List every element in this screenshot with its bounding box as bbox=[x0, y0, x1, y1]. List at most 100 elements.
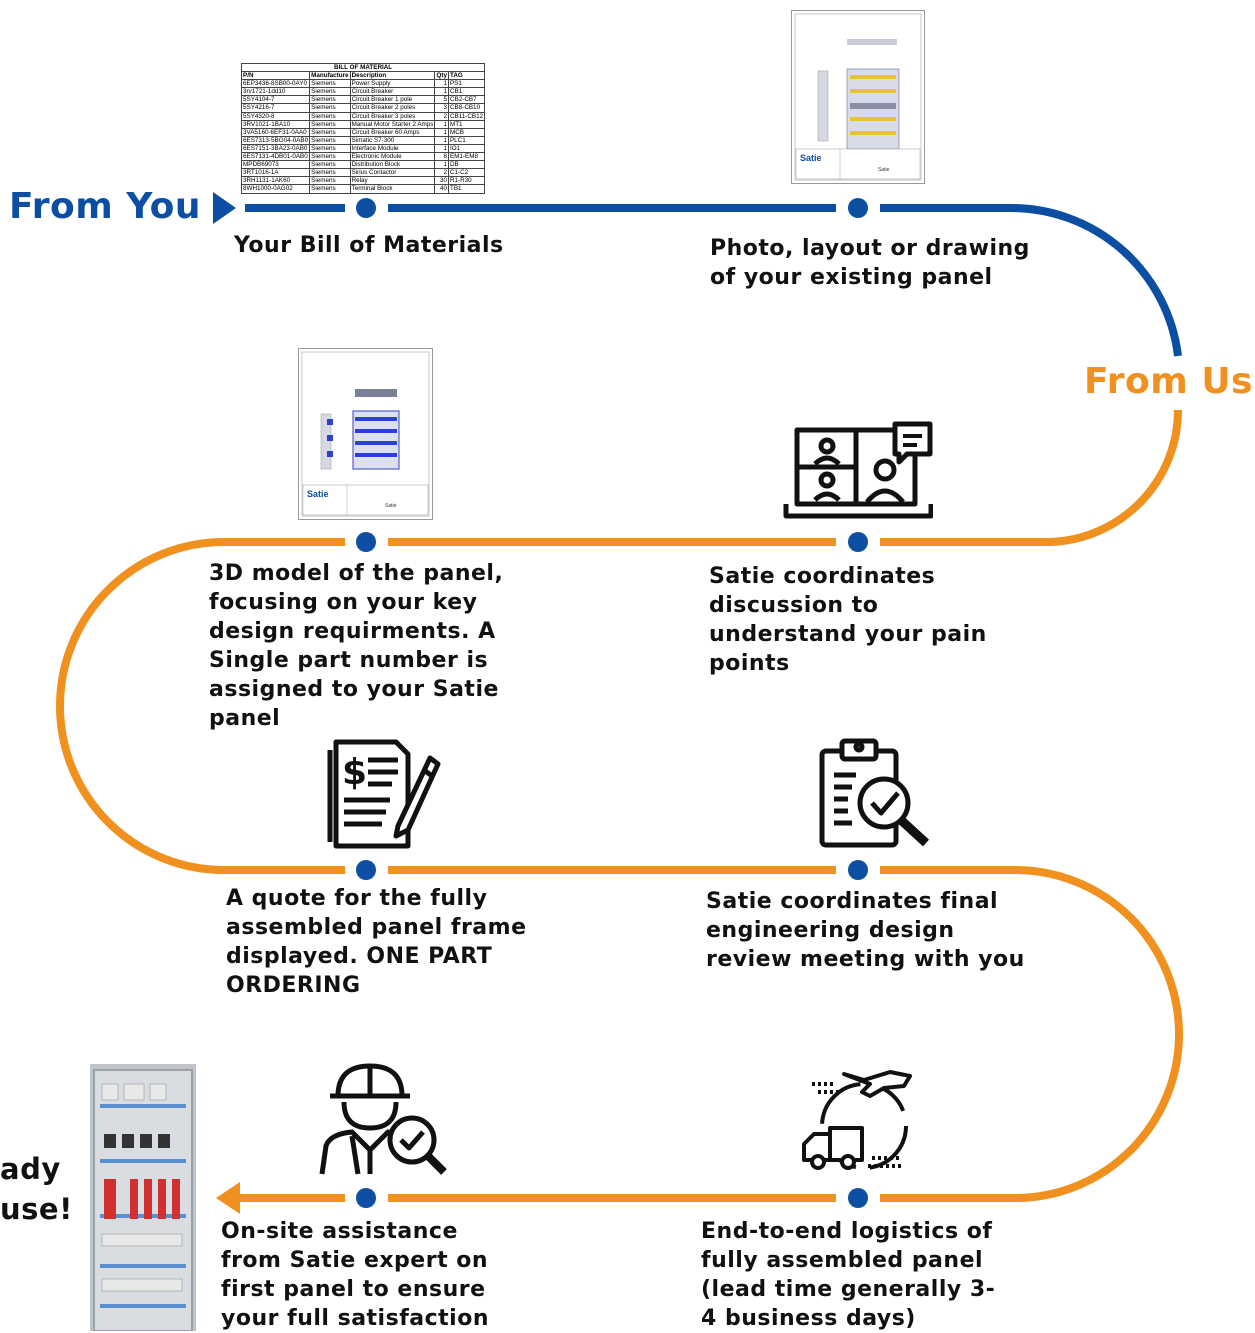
bom-cell: C1-C2 bbox=[447, 168, 486, 178]
bom-cell: 3rv1721-1dd10 bbox=[240, 87, 311, 97]
video-conference-icon bbox=[783, 421, 933, 519]
bom-cell: Circuit Breaker 3 poles bbox=[349, 111, 436, 121]
bom-cell: Distribution Block bbox=[349, 160, 436, 170]
bom-cell: 2 bbox=[434, 168, 449, 178]
bom-cell: MPDB69073 bbox=[240, 160, 311, 170]
drawing-footer-name: Satie bbox=[878, 167, 890, 173]
bom-cell: Siemens bbox=[309, 176, 351, 186]
bom-cell: 3VA5160-6EF31-0AA0 bbox=[240, 127, 311, 137]
bom-cell: 5SY4104-7 bbox=[240, 95, 311, 105]
bom-cell: Siemens bbox=[309, 79, 351, 89]
bom-cell: Interface Module bbox=[349, 143, 436, 154]
3d-model-drawing-thumbnail: Satie Satie bbox=[298, 348, 433, 520]
clipboard-check-icon bbox=[819, 738, 930, 848]
panel-drawing-thumbnail: Satie Satie bbox=[791, 10, 925, 184]
bom-cell: EM1-EM8 bbox=[447, 152, 486, 162]
step-node-discussion bbox=[848, 532, 868, 552]
bom-cell: 3RV1021-1BA10 bbox=[240, 119, 311, 129]
bom-cell: 40 bbox=[434, 184, 449, 194]
bom-cell: Siemens bbox=[309, 95, 351, 105]
bom-cell: 1 bbox=[434, 160, 449, 170]
from-us-heading: From Us bbox=[1084, 361, 1253, 402]
blue-arrow-head bbox=[213, 192, 236, 224]
bom-cell: Circuit Breaker 1 pole bbox=[349, 95, 436, 105]
panel-drawing-svg: Satie Satie bbox=[794, 13, 922, 181]
assembled-panel-photo bbox=[90, 1064, 196, 1331]
bom-cell: Siemens bbox=[309, 111, 351, 121]
bom-cell: Siemens bbox=[309, 103, 351, 113]
bom-cell: 1 bbox=[434, 119, 449, 129]
bom-cell: 5SY4320-8 bbox=[240, 111, 311, 121]
step-label-review: Satie coordinates final engineering desi… bbox=[706, 889, 1025, 972]
bom-cell: 30 bbox=[434, 176, 449, 186]
step-node-bom bbox=[356, 198, 376, 218]
bom-cell: DB bbox=[447, 160, 486, 170]
bom-cell: 1 bbox=[434, 87, 449, 97]
bom-cell: Siemens bbox=[309, 168, 351, 178]
bom-cell: Siemens bbox=[309, 160, 351, 170]
bom-cell: TB1 bbox=[447, 184, 486, 194]
step-label-discussion: Satie coordinates discussion to understa… bbox=[709, 564, 987, 676]
quote-document-icon: $ bbox=[327, 739, 441, 849]
bom-cell: CB2-CB7 bbox=[447, 95, 486, 105]
bom-cell: 1 bbox=[434, 135, 449, 145]
bom-cell: R1-R30 bbox=[447, 176, 486, 186]
bom-cell: CB11-CB12 bbox=[447, 111, 486, 121]
model-drawing-footer-name: Satie bbox=[385, 503, 397, 509]
bom-cell: Siemens bbox=[309, 127, 351, 137]
orange-flow-curve bbox=[55, 538, 345, 874]
bom-cell: 1 bbox=[434, 127, 449, 137]
bom-col-header: Description bbox=[349, 71, 436, 81]
step-node-model bbox=[356, 532, 376, 552]
engineer-inspection-icon bbox=[319, 1063, 447, 1175]
step-node-logistics bbox=[848, 1188, 868, 1208]
bom-cell: Simatic S7-300 bbox=[349, 135, 436, 145]
from-you-heading: From You bbox=[9, 186, 201, 227]
step-node-review bbox=[848, 860, 868, 880]
step-label-quote: A quote for the fully assembled panel fr… bbox=[226, 886, 527, 998]
bill-of-materials-table: BILL OF MATERIAL P/N Manufacture Descrip… bbox=[240, 62, 486, 194]
bom-cell: Sirius Contactor bbox=[349, 168, 436, 178]
step-node-onsite bbox=[356, 1188, 376, 1208]
bom-cell: 6EP3436-8SB00-0AY0 bbox=[240, 79, 311, 89]
bom-cell: 2 bbox=[434, 111, 449, 121]
bom-cell: Siemens bbox=[309, 152, 351, 162]
bom-cell: 3 bbox=[434, 103, 449, 113]
bom-cell: Terminal Block bbox=[349, 184, 436, 194]
bom-cell: Siemens bbox=[309, 184, 351, 194]
bom-cell: Siemens bbox=[309, 119, 351, 129]
bom-cell: 5 bbox=[434, 95, 449, 105]
model-drawing-svg: Satie Satie bbox=[301, 351, 430, 517]
bom-cell: 6ES7131-4DB01-0AB0 bbox=[240, 152, 311, 162]
bom-cell: Circuit Breaker bbox=[349, 87, 436, 97]
bom-cell: 6ES7313-5BG04-0AB0 bbox=[240, 135, 311, 145]
svg-text:$: $ bbox=[342, 752, 367, 793]
bom-cell: MCB bbox=[447, 127, 486, 137]
ready-heading-line1: ady bbox=[0, 1152, 61, 1186]
step-label-bom: Your Bill of Materials bbox=[234, 233, 504, 258]
bom-cell: Siemens bbox=[309, 135, 351, 145]
bom-cell: CB1 bbox=[447, 87, 486, 97]
bom-cell: PLC1 bbox=[447, 135, 486, 145]
step-node-quote bbox=[356, 860, 376, 880]
orange-flow-curve bbox=[880, 409, 1182, 546]
model-drawing-brand: Satie bbox=[307, 489, 329, 499]
blue-flow-curve bbox=[880, 203, 1182, 357]
logistics-icon bbox=[802, 1070, 912, 1170]
bom-col-header: P/N bbox=[240, 71, 311, 81]
bom-cell: 1 bbox=[434, 143, 449, 154]
step-label-logistics: End-to-end logistics of fully assembled … bbox=[701, 1219, 996, 1331]
bom-cell: Relay bbox=[349, 176, 436, 186]
